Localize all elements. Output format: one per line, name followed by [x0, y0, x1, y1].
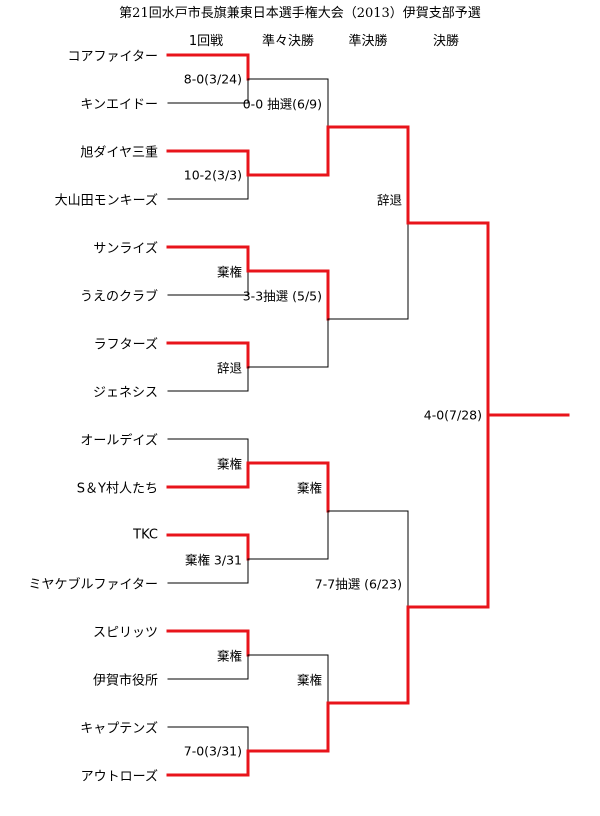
match-result: 10-2(3/3): [183, 167, 242, 183]
team-name: ジェネシス: [92, 385, 158, 401]
team-name: 旭ダイヤ三重: [80, 145, 158, 161]
match-result: 辞退: [216, 360, 242, 376]
match-result: 棄権: [216, 264, 242, 280]
match-result: 7-0(3/31): [183, 743, 242, 759]
team-name: 大山田モンキーズ: [54, 193, 158, 209]
final-result: 4-0(7/28): [423, 407, 482, 423]
team-name: キンエイドー: [80, 97, 158, 113]
team-name: S＆Y村人たち: [76, 481, 158, 497]
match-result: 0-0 抽選(6/9): [242, 96, 322, 112]
round-header-1: 1回戦: [188, 34, 224, 49]
page-title: 第21回水戸市長旗兼東日本選手権大会（2013）伊賀支部予選: [119, 6, 481, 21]
team-name: スピリッツ: [92, 625, 158, 641]
match-result: 7-7抽選 (6/23): [314, 576, 402, 592]
match-result: 3-3抽選 (5/5): [242, 288, 322, 304]
team-name: オールデイズ: [80, 433, 158, 449]
team-name: キャプテンズ: [80, 721, 158, 737]
match-result: 棄権 3/31: [184, 552, 242, 568]
team-name: ミヤケブルファイター: [28, 577, 158, 593]
match-result: 棄権: [216, 648, 242, 664]
match-result: 棄権: [216, 456, 242, 472]
team-name: サンライズ: [93, 241, 158, 257]
round-header-final: 決勝: [432, 34, 460, 49]
team-name: TKC: [133, 527, 158, 543]
match-result: 棄権: [296, 672, 322, 688]
match-result: 棄権: [296, 480, 322, 496]
team-name: ラフターズ: [93, 337, 158, 353]
team-name: うえのクラブ: [79, 289, 158, 305]
team-name: 伊賀市役所: [92, 673, 158, 689]
round-header-quarterfinal: 準々決勝: [261, 34, 315, 49]
team-name: コアファイター: [67, 49, 158, 65]
team-name: アウトローズ: [80, 769, 158, 785]
match-result: 8-0(3/24): [183, 71, 242, 87]
match-result: 辞退: [376, 192, 402, 208]
round-header-semifinal: 準決勝: [348, 34, 388, 49]
